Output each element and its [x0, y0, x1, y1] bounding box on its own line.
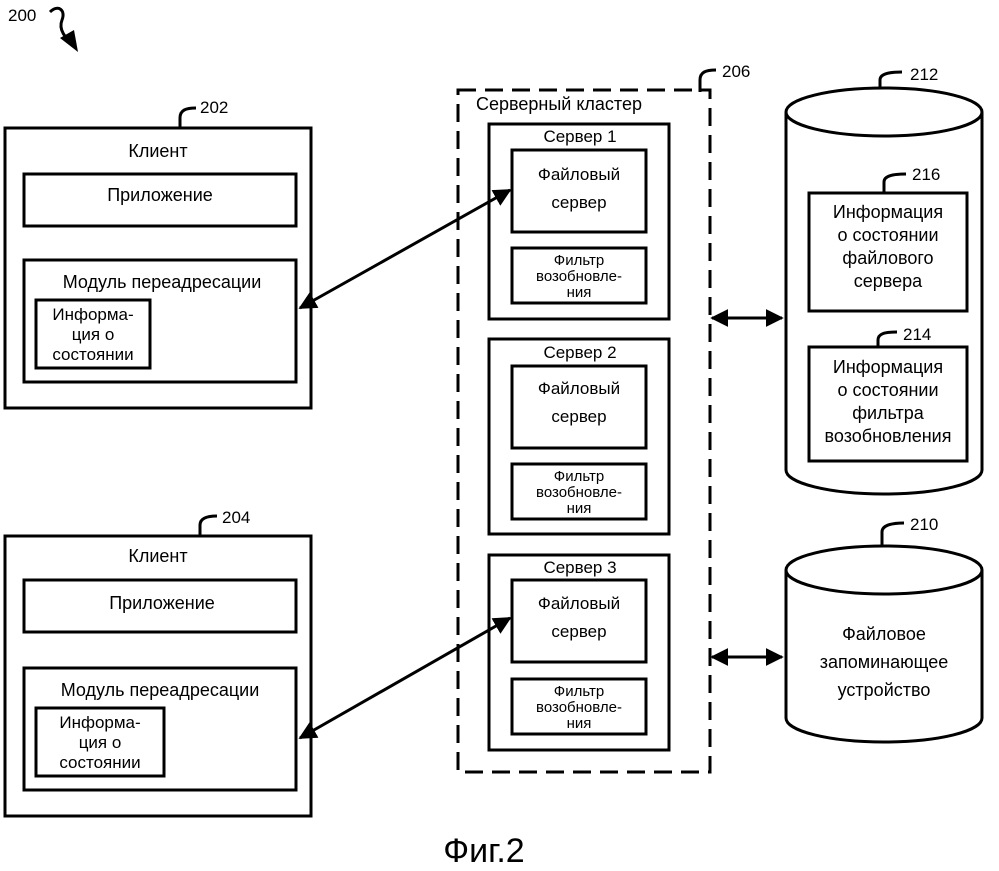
- server-3-file-server-box: [512, 580, 646, 662]
- file-server-state-line3: файлового: [842, 248, 933, 268]
- file-storage-ref: 210: [910, 515, 938, 534]
- file-server-state-ref: 216: [912, 165, 940, 184]
- connector-client-top-to-server-1: [300, 190, 510, 308]
- filter-state-line2: о состоянии: [837, 380, 938, 400]
- state-store-ref-leader: [880, 72, 902, 88]
- file-storage-ref-leader: [882, 523, 904, 546]
- server-3-file-server-line1: Файловый: [538, 594, 620, 613]
- client-top-ref-leader: [180, 108, 196, 128]
- server-1-filter-line2: возобновле-: [536, 268, 622, 285]
- file-storage-line2: запоминающее: [820, 652, 949, 672]
- server-cluster-title: Серверный кластер: [476, 94, 642, 114]
- state-store-ref: 212: [910, 65, 938, 84]
- filter-state-line1: Информация: [833, 357, 943, 377]
- server-3-title: Сервер 3: [543, 558, 616, 577]
- server-1-filter-line3: ния: [567, 284, 592, 301]
- server-cluster-ref: 206: [722, 62, 750, 81]
- client-top-application-label: Приложение: [107, 185, 213, 205]
- server-3-filter-line3: ния: [567, 715, 592, 732]
- client-bottom: 204 Клиент Приложение Модуль переадресац…: [5, 508, 311, 816]
- server-2-filter-line3: ния: [567, 500, 592, 517]
- file-storage-line1: Файловое: [842, 624, 926, 644]
- client-bottom-state-info-line3: состоянии: [59, 753, 140, 772]
- client-top-state-info-line3: состоянии: [52, 345, 133, 364]
- server-3-filter-line2: возобновле-: [536, 699, 622, 716]
- client-top-ref: 202: [200, 98, 228, 117]
- file-storage-line3: устройство: [838, 680, 931, 700]
- server-2-filter-line1: Фильтр: [554, 468, 604, 485]
- server-1-file-server-line1: Файловый: [538, 165, 620, 184]
- client-bottom-ref-leader: [200, 516, 217, 536]
- server-2-filter-line2: возобновле-: [536, 484, 622, 501]
- filter-state-line4: возобновления: [825, 426, 952, 446]
- server-1-filter-line1: Фильтр: [554, 252, 604, 269]
- server-3-filter-line1: Фильтр: [554, 683, 604, 700]
- file-storage-cylinder: 210 Файловое запоминающее устройство: [786, 515, 982, 742]
- file-server-state-line2: о состоянии: [837, 225, 938, 245]
- state-store-cylinder-top: [786, 88, 982, 136]
- state-store-cylinder: 212 216 Информация о состоянии файлового…: [786, 65, 982, 494]
- client-bottom-ref: 204: [222, 508, 250, 527]
- filter-state-ref: 214: [903, 325, 931, 344]
- file-server-state-line4: сервера: [854, 271, 923, 291]
- client-top-redirect-module-label: Модуль переадресации: [63, 272, 262, 292]
- server-cluster: Серверный кластер 206 Сервер 1 Файловый …: [458, 62, 750, 772]
- server-1-title: Сервер 1: [543, 127, 616, 146]
- connector-client-bottom-to-server-3: [300, 618, 510, 738]
- server-3-file-server-line2: сервер: [551, 622, 606, 641]
- client-top-state-info-line2: ция о: [72, 325, 115, 344]
- client-bottom-application-label: Приложение: [109, 593, 215, 613]
- client-bottom-redirect-module-label: Модуль переадресации: [61, 680, 260, 700]
- server-1-file-server-line2: сервер: [551, 193, 606, 212]
- figure-ref-label: 200: [8, 6, 36, 25]
- server-2-file-server-line1: Файловый: [538, 379, 620, 398]
- client-top-state-info-line1: Информа-: [52, 305, 133, 324]
- client-bottom-state-info-line1: Информа-: [59, 713, 140, 732]
- file-storage-cylinder-top: [786, 546, 982, 594]
- file-server-state-line1: Информация: [833, 202, 943, 222]
- server-2-file-server-line2: сервер: [551, 407, 606, 426]
- server-2-title: Сервер 2: [543, 343, 616, 362]
- client-bottom-title: Клиент: [128, 546, 187, 566]
- figure-caption: Фиг.2: [443, 832, 524, 870]
- server-1-file-server-box: [512, 150, 646, 232]
- client-top: 202 Клиент Приложение Модуль переадресац…: [5, 98, 311, 408]
- filter-state-line3: фильтра: [852, 403, 925, 423]
- client-top-title: Клиент: [128, 141, 187, 161]
- client-bottom-state-info-line2: ция о: [79, 733, 122, 752]
